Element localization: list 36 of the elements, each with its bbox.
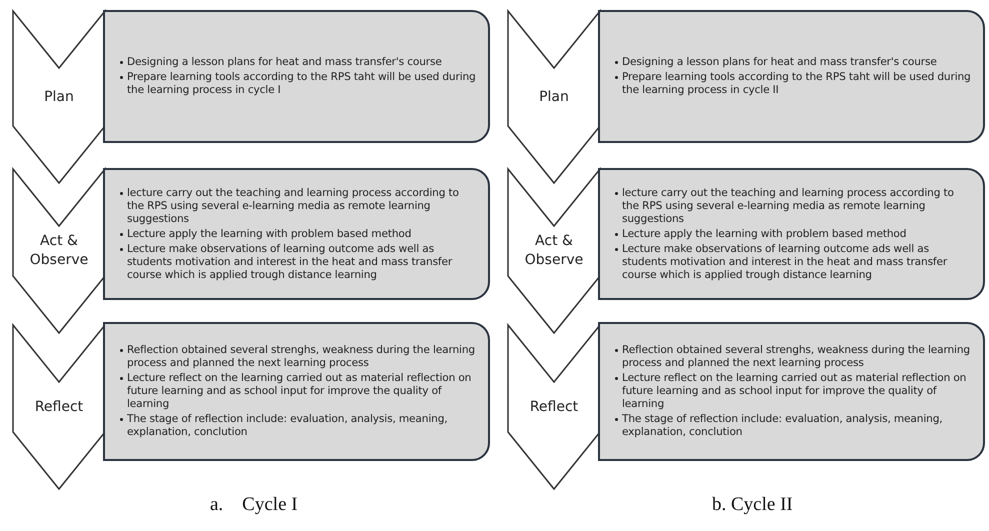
bullet-text: Prepare learning tools according to the RPS taht will be used during the learning process in cycle I [119,71,478,97]
chevron-shape [12,10,106,184]
bullet-text: The stage of reflection include: evaluation, analysis, meaning, explanation, conclution [614,413,973,439]
content-box [103,322,490,461]
bullet-text: Lecture make observations of learning outcome ads well as students motivation and interest in the heat and mass transfer course which is applied trough distance learning [614,242,973,282]
chevron-shape [507,324,601,490]
content-box [103,168,490,300]
bullet-text: Reflection obtained several strenghs, weakness during the learning process and planned the next learning process [614,344,973,370]
stage-label: Plan [43,88,75,106]
content-box [598,10,985,143]
bullet-text: Lecture reflect on the learning carried out as material reflection on future learning and as school input for improve the quality of learning [119,372,478,411]
bullet-text: The stage of reflection include: evaluation, analysis, meaning, explanation, conclution [119,413,478,439]
chevron-shape [507,168,601,334]
stage-label: Reflect [34,398,84,416]
bullet-text: Lecture apply the learning with problem based method [614,228,973,240]
bullet-text: Prepare learning tools according to the RPS taht will be used during the learning process in cycle II [614,71,973,97]
bullet-text: lecture carry out the teaching and learning process according to the RPS using several e-learning media as remote learning suggestions [614,186,973,226]
chevron-shape [12,324,106,490]
bullet-text: Lecture reflect on the learning carried out as material reflection on future learning and as school input for improve the quality of learning [614,372,973,411]
bullet-text: lecture carry out the teaching and learning process according to the RPS using several e-learning media as remote learning suggestions [119,186,478,226]
bullet-text: Lecture apply the learning with problem based method [119,228,478,240]
stage-label: Act & Observe [28,232,90,270]
caption: b. Cycle II [712,494,793,516]
caption: a. Cycle I [210,494,298,516]
content-box [103,10,490,143]
content-box [598,322,985,461]
chevron-shape [12,168,106,334]
bullet-text: Lecture make observations of learning outcome ads well as students motivation and interest in the heat and mass transfer course which is applied trough distance learning [119,242,478,282]
bullet-text: Designing a lesson plans for heat and mass transfer's course [119,56,478,69]
bullet-text: Designing a lesson plans for heat and mass transfer's course [614,56,973,69]
stage-label: Reflect [528,398,580,416]
bullet-text: Reflection obtained several strenghs, weakness during the learning process and planned the next learning process [119,344,478,370]
content-box [598,168,985,300]
chevron-shape [507,10,601,184]
stage-label: Act & Observe [524,232,584,270]
stage-label: Plan [538,88,570,106]
